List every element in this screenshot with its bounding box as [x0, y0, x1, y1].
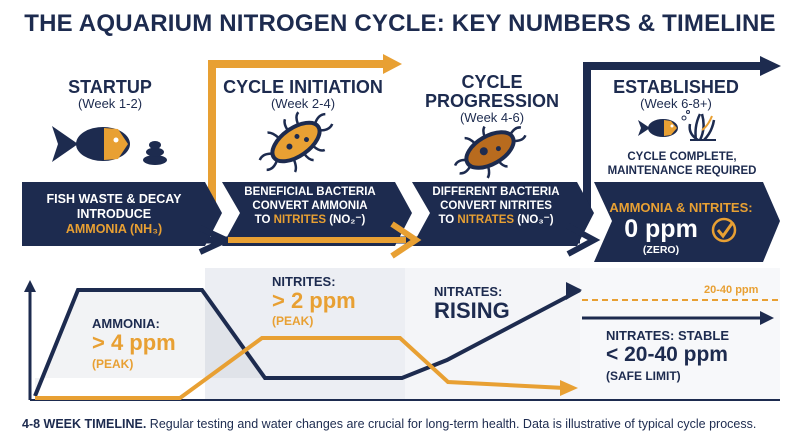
stage-startup-title: STARTUP — [68, 77, 152, 97]
initiation-frame-arrowhead — [383, 54, 402, 74]
band-startup — [22, 182, 222, 246]
nitrates-stable-value: < 20-40 ppm — [606, 343, 728, 366]
stage-progression-title-line1: CYCLE — [461, 72, 523, 92]
stage-established-title: ESTABLISHED — [613, 77, 739, 97]
nitrites-curve — [35, 336, 566, 400]
band-initiation-text: BENEFICIAL BACTERIA CONVERT AMMONIA TO N… — [222, 185, 398, 227]
nitrites-curve-arrowhead — [560, 380, 578, 396]
band-progression — [412, 182, 594, 246]
page-title: THE AQUARIUM NITROGEN CYCLE: KEY NUMBERS… — [24, 10, 776, 37]
band-startup-text: FISH WASTE & DECAY INTRODUCE AMMONIA (NH… — [24, 192, 204, 237]
footer-text: Regular testing and water changes are cr… — [146, 417, 757, 431]
stage-initiation-subtitle: (Week 2-4) — [270, 96, 336, 111]
stage-established-subtitle: (Week 6-8+) — [640, 96, 712, 111]
band-initiation-prefix: TO — [254, 214, 274, 226]
band-startup-line2: INTRODUCE — [76, 207, 152, 221]
ammonia-note: (PEAK) — [92, 357, 134, 371]
stage-startup-subtitle: (Week 1-2) — [77, 96, 143, 111]
timeline-arrowhead-2 — [390, 221, 422, 259]
chart-y-axis-arrowhead — [24, 280, 36, 292]
footer-note: 4-8 WEEK TIMELINE. Regular testing and w… — [22, 417, 756, 431]
stage-progression-title: CYCLE PROGRESSION — [412, 73, 572, 111]
band-progression-prefix: TO — [438, 214, 458, 226]
check-icon — [711, 217, 737, 243]
ammonia-value: > 4 ppm — [92, 330, 176, 355]
nitrites-value: > 2 ppm — [272, 288, 356, 313]
band-initiation — [222, 182, 412, 246]
plant-icon — [688, 113, 716, 142]
band-established — [594, 182, 780, 262]
band-startup-highlight: AMMONIA (NH₃) — [65, 222, 163, 236]
timeline-arrowhead-1 — [198, 225, 234, 255]
footer-bold: 4-8 WEEK TIMELINE. — [22, 417, 147, 431]
ammonia-label: AMMONIA: — [92, 316, 160, 331]
band-initiation-line3: TO NITRITES (NO₂⁻) — [222, 213, 398, 227]
established-frame-arrowhead — [760, 56, 781, 76]
established-frame-line — [583, 62, 762, 215]
established-status: CYCLE COMPLETE, MAINTENANCE REQUIRED — [592, 150, 772, 178]
band-progression-highlight: NITRATES — [457, 214, 515, 226]
stage-progression-title-line2: PROGRESSION — [424, 91, 560, 111]
nitrates-stable-note: (SAFE LIMIT) — [606, 369, 681, 383]
established-status-line1: CYCLE COMPLETE, — [627, 151, 737, 163]
fish-icon — [52, 126, 130, 162]
nitrates-label: NITRATES: — [434, 284, 503, 299]
band-progression-line3: TO NITRATES (NO₃⁻) — [414, 213, 578, 227]
nitrites-note: (PEAK) — [272, 314, 314, 328]
stage-initiation-title: CYCLE INITIATION — [223, 77, 383, 97]
band-progression-line1: DIFFERENT BACTERIA — [432, 186, 560, 198]
ammonia-curve — [33, 288, 581, 397]
band-startup-line1: FISH WASTE & DECAY — [46, 192, 182, 206]
waste-icon — [143, 141, 167, 165]
band-progression-line2: CONVERT NITRITES — [440, 200, 552, 212]
band-established-label: AMMONIA & NITRITES: — [609, 200, 753, 215]
band-established-note: (ZERO) — [642, 244, 680, 256]
timeline-arrowhead-3 — [566, 223, 601, 257]
band-established-value: 0 ppm — [624, 215, 698, 243]
nitrate-range-label: 20-40 ppm — [704, 284, 759, 296]
initiation-frame-line — [208, 60, 385, 215]
nitrates-value: RISING — [434, 298, 510, 323]
ammonia-curve-arrowhead — [566, 282, 582, 300]
bacteria-icon — [453, 125, 527, 179]
band-initiation-line1: BENEFICIAL BACTERIA — [244, 186, 376, 198]
band-initiation-line2: CONVERT AMMONIA — [252, 200, 368, 212]
band-progression-text: DIFFERENT BACTERIA CONVERT NITRITES TO N… — [414, 185, 578, 227]
stage-progression-subtitle: (Week 4-6) — [459, 110, 525, 125]
band-initiation-suffix: (NO₂⁻) — [326, 214, 366, 226]
established-status-line2: MAINTENANCE REQUIRED — [607, 165, 757, 177]
fish-icon — [638, 110, 690, 137]
band-progression-suffix: (NO₃⁻) — [514, 214, 554, 226]
nitrate-stable-arrowhead — [760, 311, 774, 325]
chart-panel-established — [580, 268, 780, 400]
nitrites-label: NITRITES: — [272, 274, 336, 289]
ammonia-area — [35, 290, 265, 396]
nitrates-stable-label: NITRATES: STABLE — [606, 328, 730, 343]
bacteria-icon — [258, 111, 334, 173]
band-initiation-highlight: NITRITES — [273, 214, 327, 226]
